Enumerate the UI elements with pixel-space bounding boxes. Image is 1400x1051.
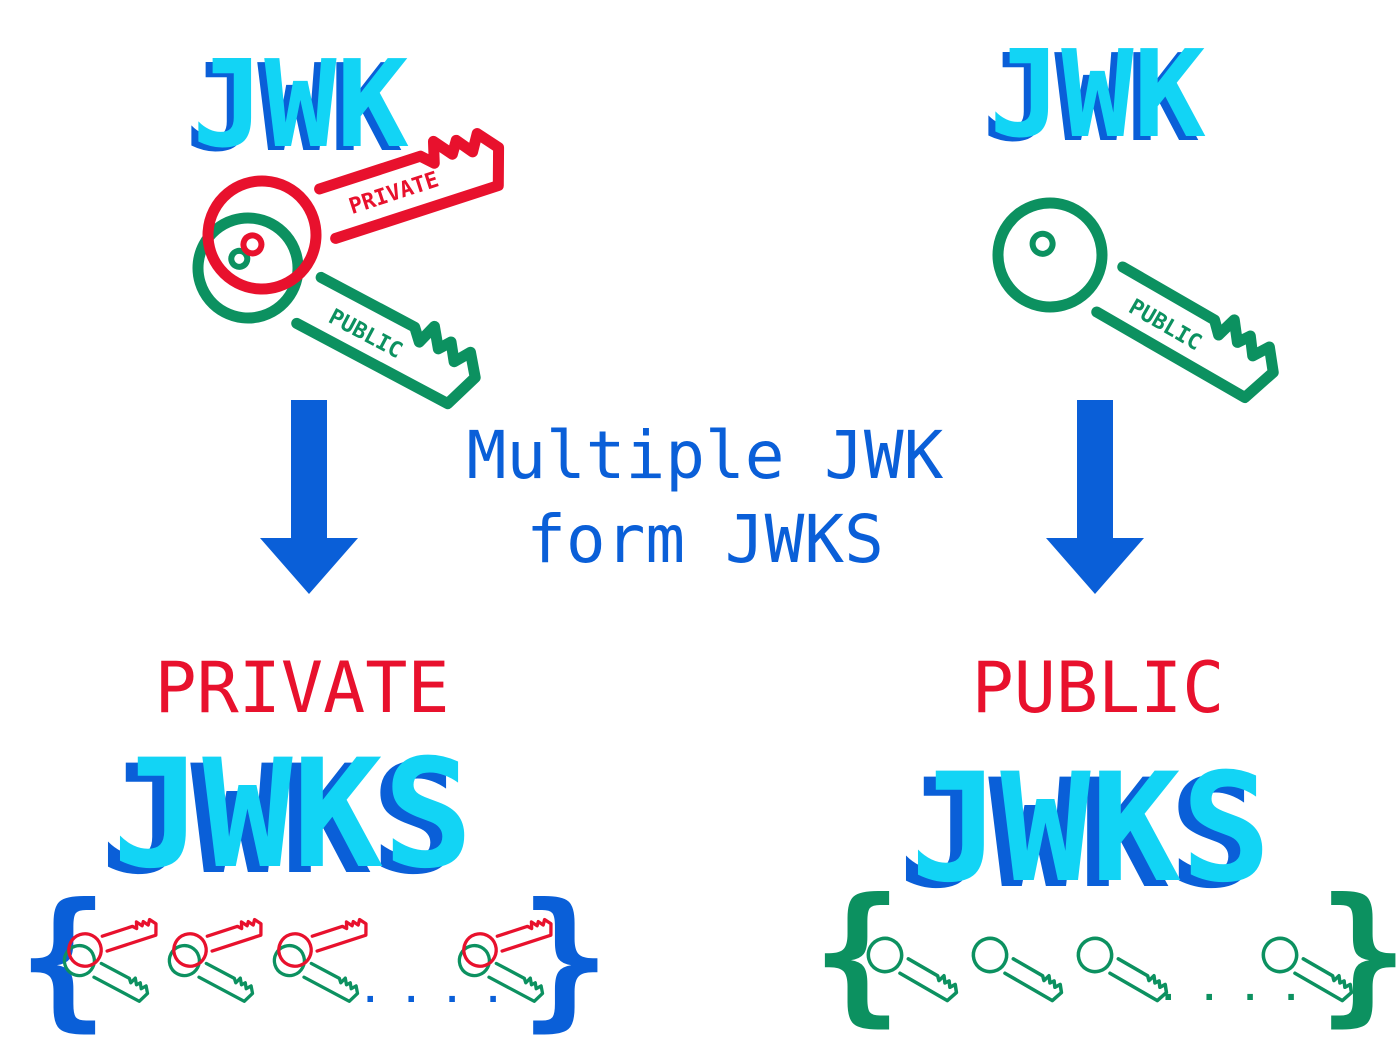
left-jwk-heading: JWK JWK <box>185 36 409 179</box>
left-ellipsis: . . . . <box>360 971 503 1011</box>
svg-text:JWKS: JWKS <box>112 728 473 902</box>
left-small-key-pair-4 <box>457 914 556 1005</box>
center-caption-line2: form JWKS <box>526 501 884 578</box>
left-close-brace: } <box>520 872 610 1046</box>
right-public-key-icon: PUBLIC <box>992 197 1294 426</box>
right-small-public-key-1 <box>866 936 963 1005</box>
svg-text:JWK: JWK <box>982 30 1199 169</box>
left-small-key-pair-1 <box>62 914 161 1005</box>
right-small-public-key-3 <box>1076 936 1173 1005</box>
center-caption-line1: Multiple JWK <box>467 417 944 494</box>
right-jwk-heading: JWK JWK <box>982 26 1206 169</box>
right-small-public-key-4 <box>1261 936 1358 1005</box>
left-small-key-pair-2 <box>167 914 266 1005</box>
right-ellipsis: . . . . <box>1158 969 1301 1009</box>
right-open-brace: { <box>812 867 902 1041</box>
svg-text:JWKS: JWKS <box>898 748 1259 922</box>
left-jwks-title: JWKS JWKS <box>100 728 473 908</box>
svg-text:JWK: JWK <box>192 36 409 175</box>
svg-text:JWK: JWK <box>989 26 1206 165</box>
svg-text:JWKS: JWKS <box>100 734 461 908</box>
right-arrow-down-icon <box>1046 400 1144 594</box>
left-small-key-pair-3 <box>272 914 371 1005</box>
left-arrow-down-icon <box>260 400 358 594</box>
private-group-label: PRIVATE <box>154 647 449 729</box>
svg-text:JWK: JWK <box>185 40 402 179</box>
right-close-brace: } <box>1318 867 1400 1041</box>
svg-text:JWKS: JWKS <box>910 742 1271 916</box>
right-jwks-title: JWKS JWKS <box>898 742 1271 922</box>
right-small-public-key-2 <box>971 936 1068 1005</box>
public-group-label: PUBLIC <box>972 647 1225 729</box>
